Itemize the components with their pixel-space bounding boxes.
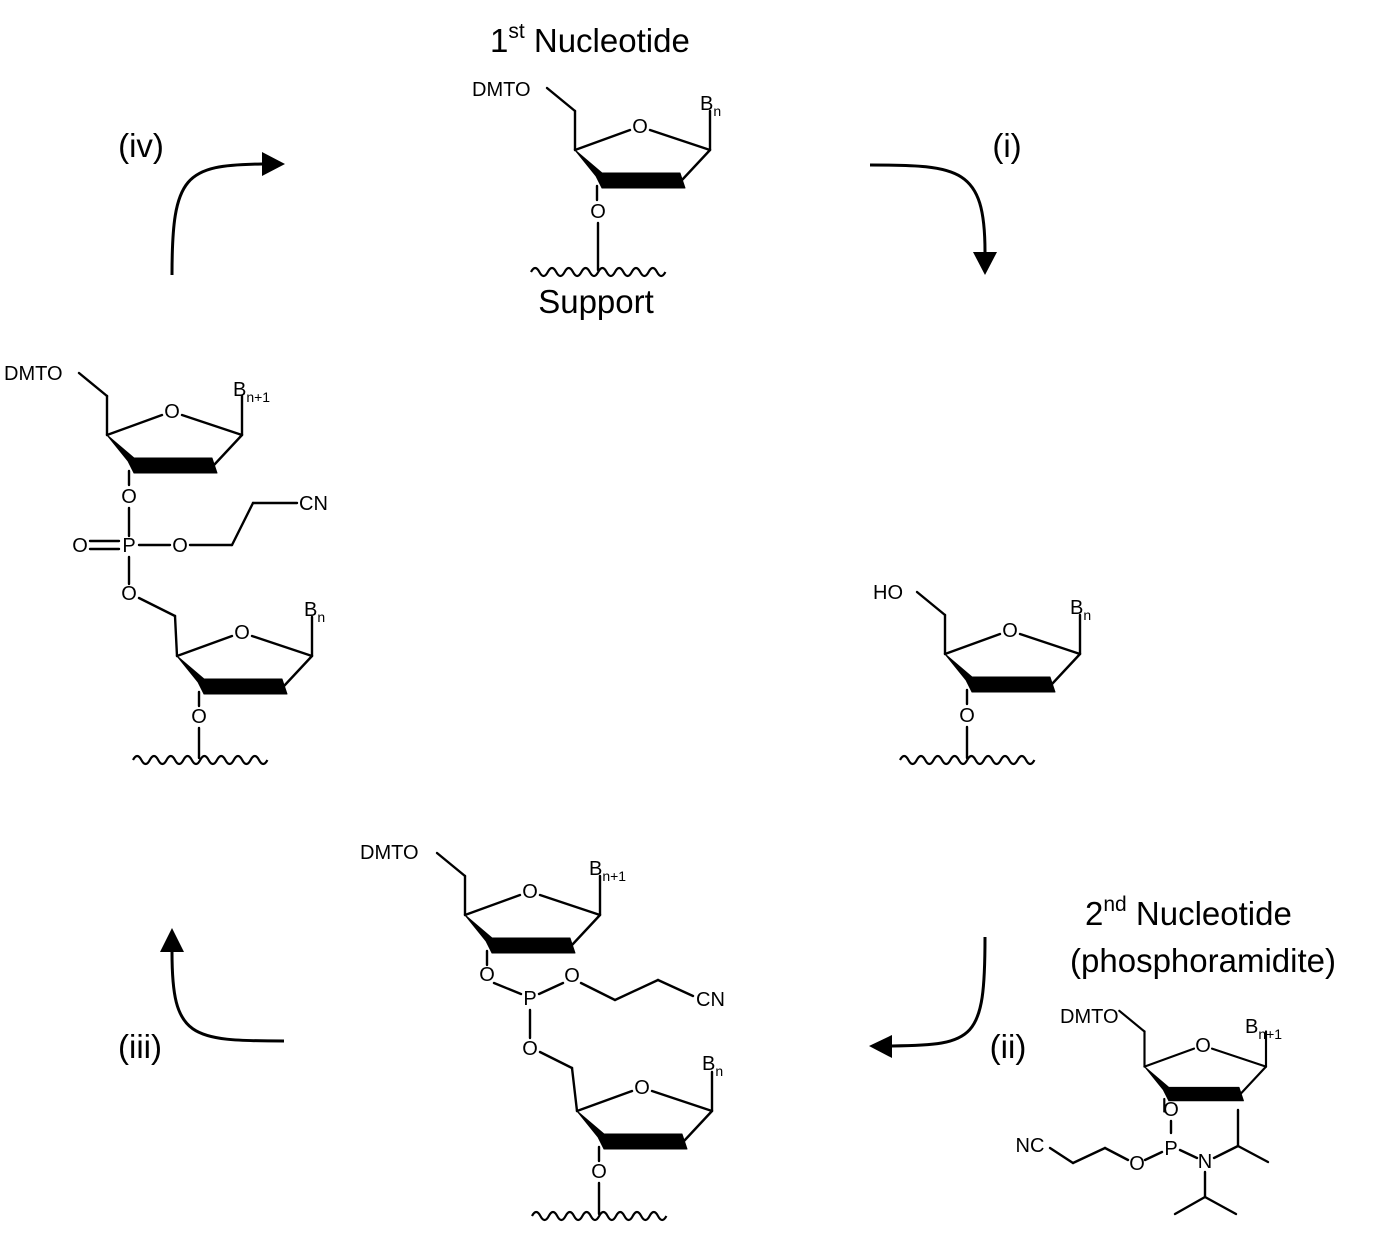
phosphate-triester-structure: O DMTO Bn+1 O P O O CN O O Bn O (4, 363, 328, 766)
oxygen-5prime: O (522, 1038, 538, 1060)
second-nucleotide-title: 2nd Nucleotide (1085, 893, 1292, 932)
oxygen-5prime: O (121, 583, 137, 605)
dmto-group: DMTO (472, 79, 531, 101)
phosphorus-atom: P (122, 535, 135, 557)
base-label: Bn+1 (1245, 1016, 1282, 1042)
nitrile-group: CN (299, 493, 328, 515)
nitrile-group: CN (696, 989, 725, 1011)
support-label: Support (538, 283, 654, 320)
first-nucleotide-structure: O DMTO Bn O (472, 79, 721, 278)
step-label-iv: (iv) (118, 127, 164, 164)
hydroxyl-group: HO (873, 582, 903, 604)
arrow-step-iv (170, 152, 285, 276)
step-label-ii: (ii) (990, 1028, 1027, 1065)
phosphorus-atom: P (1164, 1138, 1177, 1160)
base-label-lower: Bn (304, 599, 325, 625)
oxygen-3prime: O (1163, 1099, 1179, 1121)
oxygen-ester: O (564, 965, 580, 987)
base-label: Bn+1 (233, 379, 270, 405)
ring-oxygen-lower: O (234, 622, 250, 644)
base-label: Bn+1 (589, 858, 626, 884)
ring-oxygen: O (1195, 1035, 1211, 1057)
phosphoramidite-structure: O DMTO Bn+1 O P O NC N (1016, 1006, 1282, 1216)
nitrogen-atom: N (1198, 1151, 1212, 1173)
ring-oxygen: O (522, 881, 538, 903)
first-nucleotide-title: 1st Nucleotide (490, 20, 690, 59)
base-label-lower: Bn (702, 1053, 723, 1079)
arrow-step-ii (869, 936, 987, 1058)
base-label: Bn (1070, 597, 1091, 623)
arrow-step-i (869, 163, 997, 275)
phosphite-triester-structure: O DMTO Bn+1 O P O CN O O Bn O (360, 842, 725, 1222)
ring-oxygen: O (1002, 620, 1018, 642)
ring-oxygen: O (632, 116, 648, 138)
base-label: Bn (700, 93, 721, 119)
step-label-iii: (iii) (118, 1028, 162, 1065)
oxygen-3prime-lower: O (591, 1161, 607, 1183)
oxygen-ester: O (172, 535, 188, 557)
oxygen-3prime-lower: O (191, 706, 207, 728)
arrow-step-iii (160, 928, 285, 1043)
nitrile-group: NC (1016, 1135, 1045, 1157)
detritylated-nucleoside-structure: O HO Bn O (873, 582, 1091, 766)
ring-oxygen: O (164, 401, 180, 423)
dmto-group: DMTO (4, 363, 63, 385)
step-label-i: (i) (992, 127, 1021, 164)
oxygen-3prime: O (121, 486, 137, 508)
oxygen-3prime: O (959, 705, 975, 727)
phosphoryl-oxygen: O (72, 535, 88, 557)
oxygen-3prime: O (590, 201, 606, 223)
oxygen-3prime: O (479, 964, 495, 986)
dmto-group: DMTO (360, 842, 419, 864)
dmto-group: DMTO (1060, 1006, 1119, 1028)
ring-oxygen-lower: O (634, 1077, 650, 1099)
oxygen-ester: O (1129, 1153, 1145, 1175)
phosphoramidite-label: (phosphoramidite) (1070, 942, 1336, 979)
phosphorus-atom: P (523, 988, 536, 1010)
